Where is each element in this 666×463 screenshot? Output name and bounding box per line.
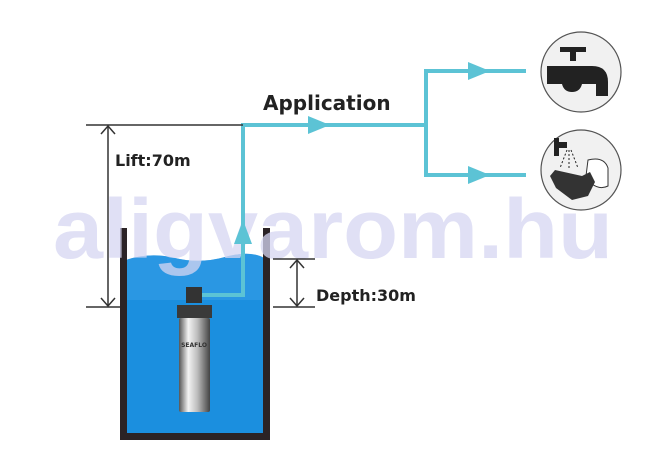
arrow-right-icon <box>308 116 330 134</box>
lift-label: Lift:70m <box>115 151 191 170</box>
hand-washing-icon <box>540 129 622 211</box>
pump-brand: SEAFLO <box>181 342 207 349</box>
arrow-up-icon <box>234 220 252 244</box>
arrow-right-icon <box>468 62 490 80</box>
depth-dimension <box>273 258 315 308</box>
application-label: Application <box>263 91 391 115</box>
pump: SEAFLO <box>177 287 212 412</box>
water-tap-icon <box>540 31 622 113</box>
pipe <box>202 69 526 297</box>
arrow-right-icon <box>468 166 490 184</box>
tank <box>120 228 270 440</box>
depth-label: Depth:30m <box>316 286 416 305</box>
lift-dimension <box>86 124 243 308</box>
flow-arrows <box>234 62 490 244</box>
water-surface-shade <box>126 253 264 300</box>
watermark: aligvarom.hu <box>53 182 613 276</box>
